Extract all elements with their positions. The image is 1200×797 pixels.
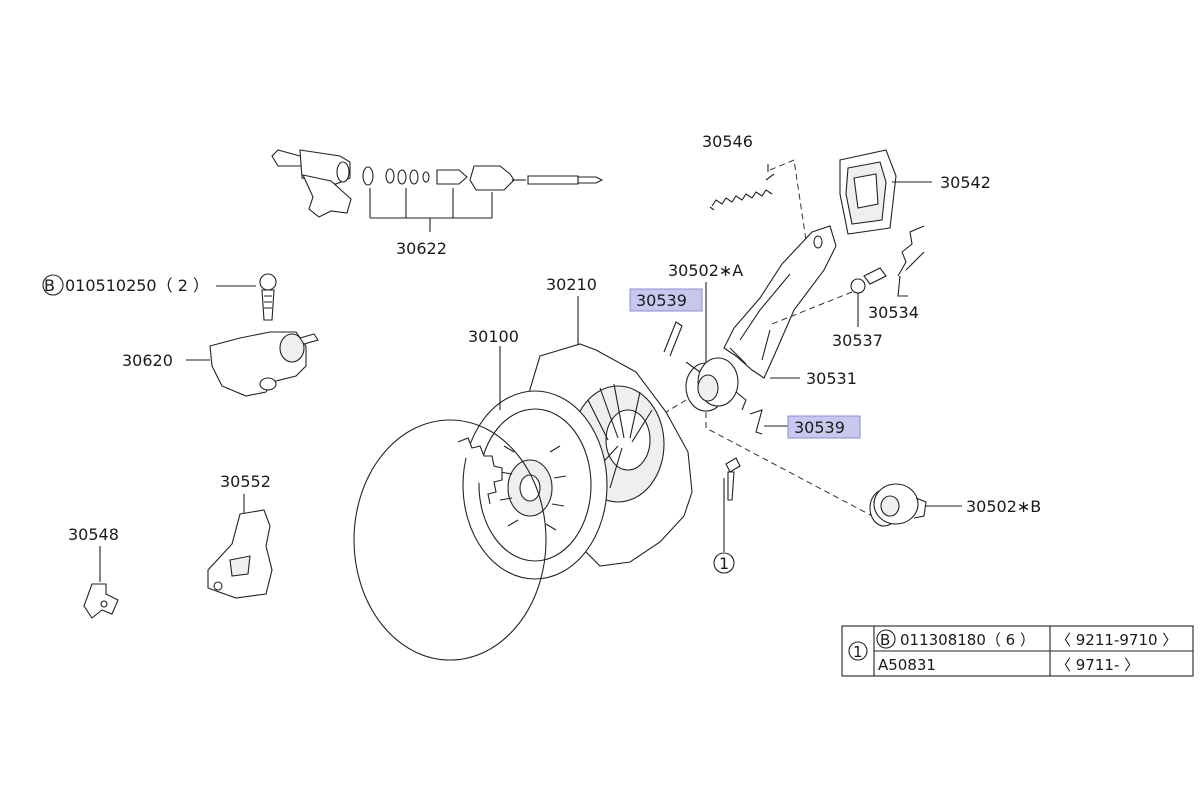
- release-fork-illustration: [723, 225, 837, 379]
- release-cylinder-parts-illustration: [271, 149, 604, 232]
- ref-table-row2-part: A50831: [878, 656, 936, 674]
- label-30539-bottom: 30539: [794, 418, 845, 437]
- leader-30534: [897, 275, 908, 297]
- cover-bolt-illustration: [725, 457, 741, 501]
- bracket-illustration: [207, 509, 273, 599]
- leader-30539-top: [685, 361, 701, 373]
- ref-table-row2-range: 〈 9711- 〉: [1056, 656, 1139, 674]
- label-30502b: 30502∗B: [966, 497, 1041, 516]
- ref-table-index: 1: [853, 643, 863, 661]
- label-30100: 30100: [468, 327, 519, 346]
- ref-table-row1-part: 011308180（ 6 ）: [900, 631, 1035, 649]
- ref-table-row1-b: B: [880, 631, 890, 649]
- release-bearing-a-illustration: [685, 357, 747, 412]
- highlight-30539-bottom: [787, 415, 861, 439]
- label-30548: 30548: [68, 525, 119, 544]
- label-30539-top: 30539: [636, 291, 687, 310]
- highlight-30539-top: [629, 288, 703, 312]
- label-bolt-ref: B 010510250（ 2 ）: [44, 276, 209, 295]
- dashed-guide-bearing: [705, 412, 877, 519]
- ref-table-row1-range: 〈 9211-9710 〉: [1056, 631, 1177, 649]
- reference-table: 1 B 011308180（ 6 ） 〈 9211-9710 〉 A50831 …: [841, 625, 1194, 677]
- label-30542: 30542: [940, 173, 991, 192]
- label-30534: 30534: [868, 303, 919, 322]
- pivot-illustration: [850, 267, 887, 327]
- bolt-ref-b: B: [44, 276, 55, 295]
- release-bearing-b-illustration: [869, 483, 927, 527]
- label-30620: 30620: [122, 351, 173, 370]
- boot-illustration: [839, 149, 897, 235]
- label-30210: 30210: [546, 275, 597, 294]
- clip-30539-top-illustration: [663, 321, 683, 357]
- bolt-ref-b-circle: [42, 274, 64, 296]
- label-30552: 30552: [220, 472, 271, 491]
- label-30546: 30546: [702, 132, 753, 151]
- label-30531: 30531: [806, 369, 857, 388]
- label-30622: 30622: [396, 239, 447, 258]
- flywheel-illustration: [353, 419, 547, 661]
- spring-illustration: [709, 173, 775, 211]
- clip-30539-bottom-illustration: [749, 409, 763, 435]
- dashed-guide-pivot: [771, 291, 853, 325]
- callout-1-label: 1: [719, 554, 729, 573]
- label-30537: 30537: [832, 331, 883, 350]
- bolt-ref-number: 010510250（ 2 ）: [65, 276, 209, 295]
- clip-30548-illustration: [83, 583, 119, 619]
- label-30502a: 30502∗A: [668, 261, 743, 280]
- clip-30534-illustration: [897, 225, 925, 277]
- slave-cylinder-illustration: [209, 273, 319, 397]
- callout-1-circle: [713, 552, 735, 574]
- dashed-guide-spring: [769, 159, 807, 241]
